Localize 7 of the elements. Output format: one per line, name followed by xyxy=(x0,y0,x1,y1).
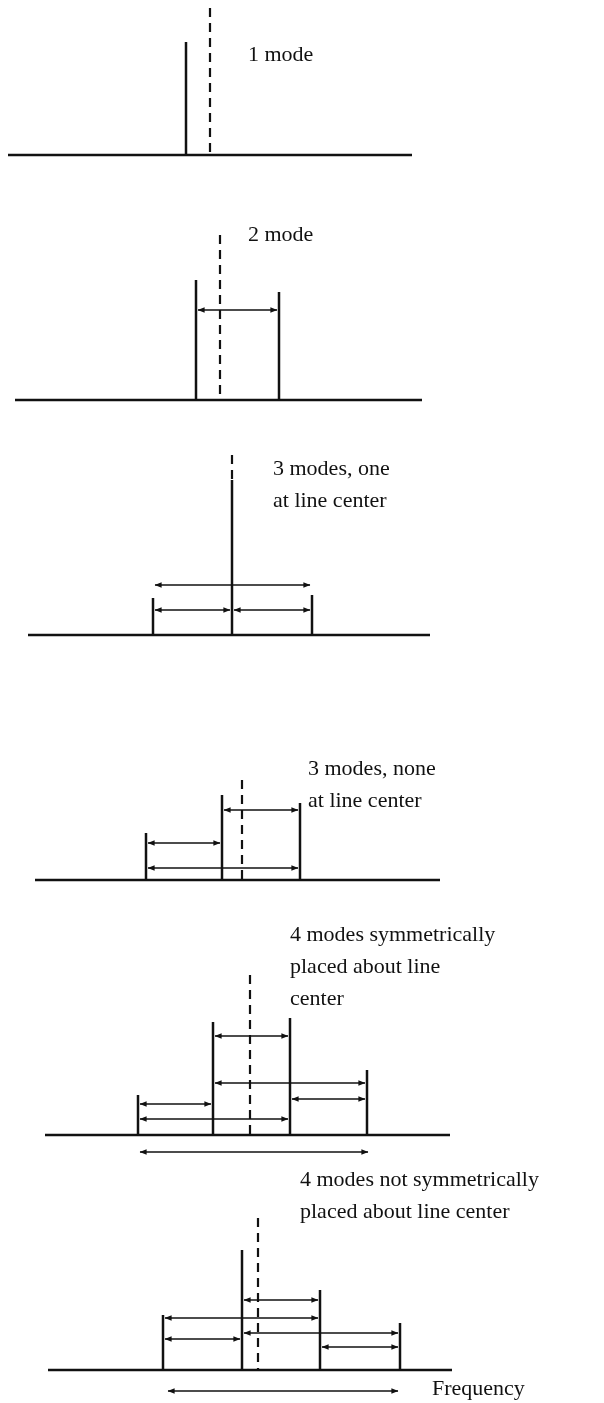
mode-caption: 1 mode xyxy=(248,40,314,68)
mode-caption: 3 modes, one at line center xyxy=(273,454,391,514)
mode-caption: 2 mode xyxy=(248,220,314,248)
mode-caption: 4 modes not symmetrically placed about line center xyxy=(300,1165,540,1225)
mode-caption: 4 modes symmetrically placed about line center xyxy=(290,920,497,1012)
mode-caption: Frequency xyxy=(432,1374,525,1402)
mode-caption: 3 modes, none at line center xyxy=(308,754,437,814)
